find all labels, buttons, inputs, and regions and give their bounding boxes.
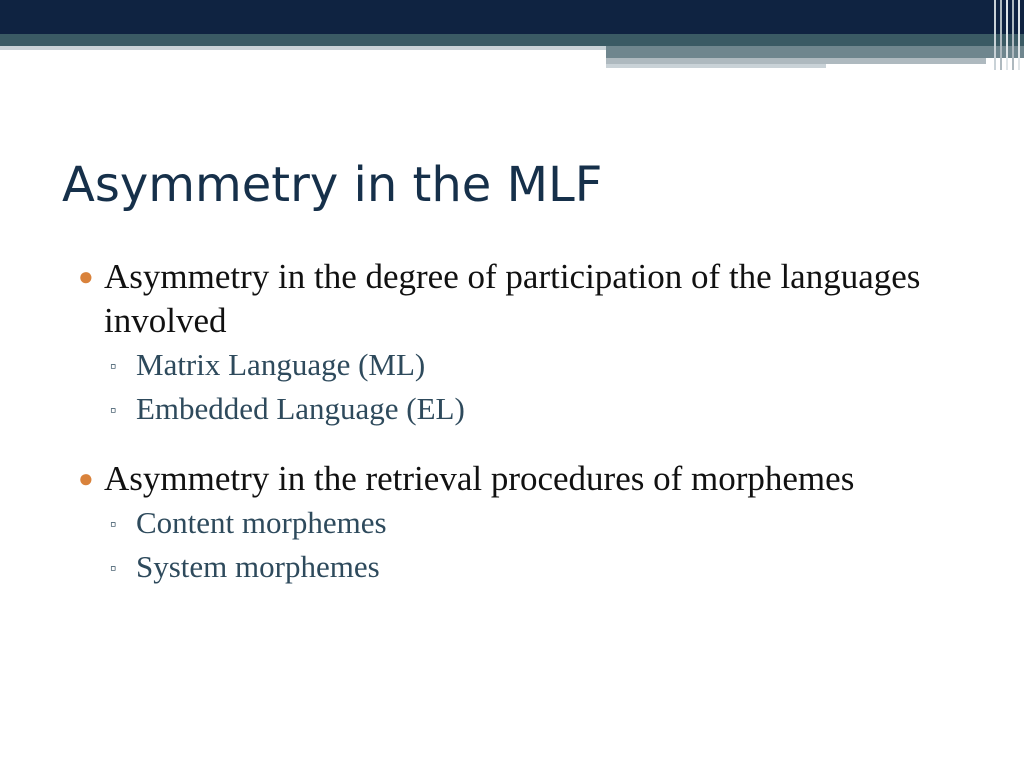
sub-bullet-text: Content morphemes (136, 505, 387, 540)
square-bullet-icon: ▫ (110, 558, 117, 578)
slide-title: Asymmetry in the MLF (62, 157, 603, 213)
header-bar-light-2 (606, 58, 986, 64)
header-stripe (1012, 0, 1014, 70)
sub-bullet-item: ▫ Embedded Language (EL) (78, 387, 978, 431)
bullet-text: Asymmetry in the degree of participation… (104, 257, 921, 340)
header-stripe (994, 0, 996, 70)
header-stripe (1006, 0, 1008, 70)
sub-bullet-item: ▫ System morphemes (78, 545, 978, 589)
bullet-item: ● Asymmetry in the retrieval procedures … (78, 457, 978, 501)
square-bullet-icon: ▫ (110, 514, 117, 534)
square-bullet-icon: ▫ (110, 356, 117, 376)
sub-bullet-item: ▫ Content morphemes (78, 501, 978, 545)
header-bar-light (0, 46, 606, 50)
header-bar-navy (0, 0, 1024, 34)
square-bullet-icon: ▫ (110, 400, 117, 420)
sub-bullet-text: Embedded Language (EL) (136, 391, 465, 426)
header-bar-teal (0, 34, 1024, 46)
sub-bullet-text: Matrix Language (ML) (136, 347, 426, 382)
header-stripe (1000, 0, 1002, 70)
header-bar-mid (606, 46, 1024, 58)
round-bullet-icon: ● (78, 464, 94, 493)
round-bullet-icon: ● (78, 262, 94, 291)
header-bar-light-3 (606, 64, 826, 68)
slide-content: ● Asymmetry in the degree of participati… (78, 255, 978, 589)
bullet-item: ● Asymmetry in the degree of participati… (78, 255, 978, 343)
header-stripe (1018, 0, 1020, 70)
sub-bullet-item: ▫ Matrix Language (ML) (78, 343, 978, 387)
bullet-text: Asymmetry in the retrieval procedures of… (104, 459, 855, 498)
sub-bullet-text: System morphemes (136, 549, 380, 584)
